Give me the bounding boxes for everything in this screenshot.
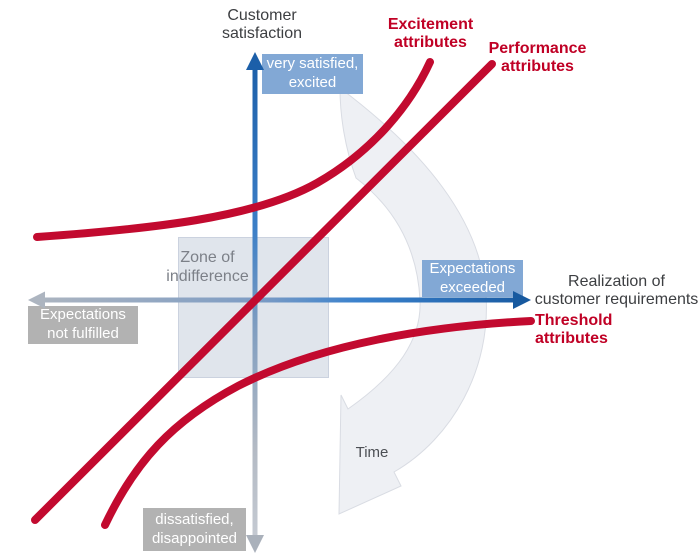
excitement-curve [33,58,434,241]
x-axis-label: Realization of customer requirements [534,273,699,309]
y-axis-label: Customer satisfaction [221,7,303,43]
performance-curve [31,60,496,524]
x-axis-left-arrowhead [28,291,45,309]
performance-attributes-label: Performance attributes [488,40,587,76]
very-satisfied-box: very satisfied, excited [262,54,363,94]
dissatisfied-box: dissatisfied, disappointed [143,508,246,551]
expectations-not-fulfilled-box: Expectations not fulfilled [28,306,138,344]
y-axis-top-arrowhead [246,52,264,70]
expectations-exceeded-box: Expectations exceeded [422,260,523,297]
threshold-attributes-label: Threshold attributes [535,312,613,348]
x-axis-right-arrowhead [513,291,531,309]
excitement-attributes-label: Excitement attributes [387,16,474,52]
threshold-curve [101,317,535,529]
time-arrow-arc [338,86,487,515]
y-axis-bottom-arrowhead [246,535,264,553]
zone-of-indifference-label: Zone of indifference [166,249,249,285]
time-label: Time [355,444,389,461]
